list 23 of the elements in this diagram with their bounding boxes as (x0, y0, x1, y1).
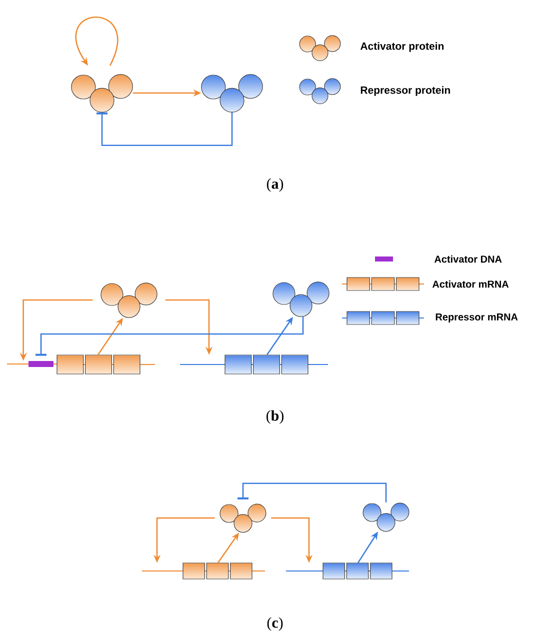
legend-label: Activator protein (360, 42, 444, 52)
legend-label: Repressor mRNA (436, 314, 518, 322)
inhibition-line (36, 316, 304, 356)
protein-cluster (201, 74, 263, 112)
panel-label: (a) (266, 178, 284, 192)
protein-cluster (362, 502, 410, 532)
dna-segment (28, 361, 54, 367)
protein-cluster (71, 74, 133, 112)
panel-label: (b) (266, 410, 284, 424)
mrna-gene (142, 562, 265, 580)
legend-label: Activator DNA (434, 255, 502, 263)
legend-label: Repressor protein (360, 86, 450, 96)
mrna-gene (180, 354, 328, 374)
protein-cluster (272, 282, 330, 317)
mrna-gene (56, 354, 155, 374)
inhibition-line (238, 482, 387, 502)
panel-label: (c) (267, 617, 283, 631)
protein-cluster (100, 282, 158, 318)
mrna-gene (286, 562, 409, 580)
legend-label: Activator mRNA (432, 280, 509, 288)
inhibition-line (96, 112, 233, 146)
arrow (75, 16, 118, 66)
protein-cluster (220, 504, 266, 533)
